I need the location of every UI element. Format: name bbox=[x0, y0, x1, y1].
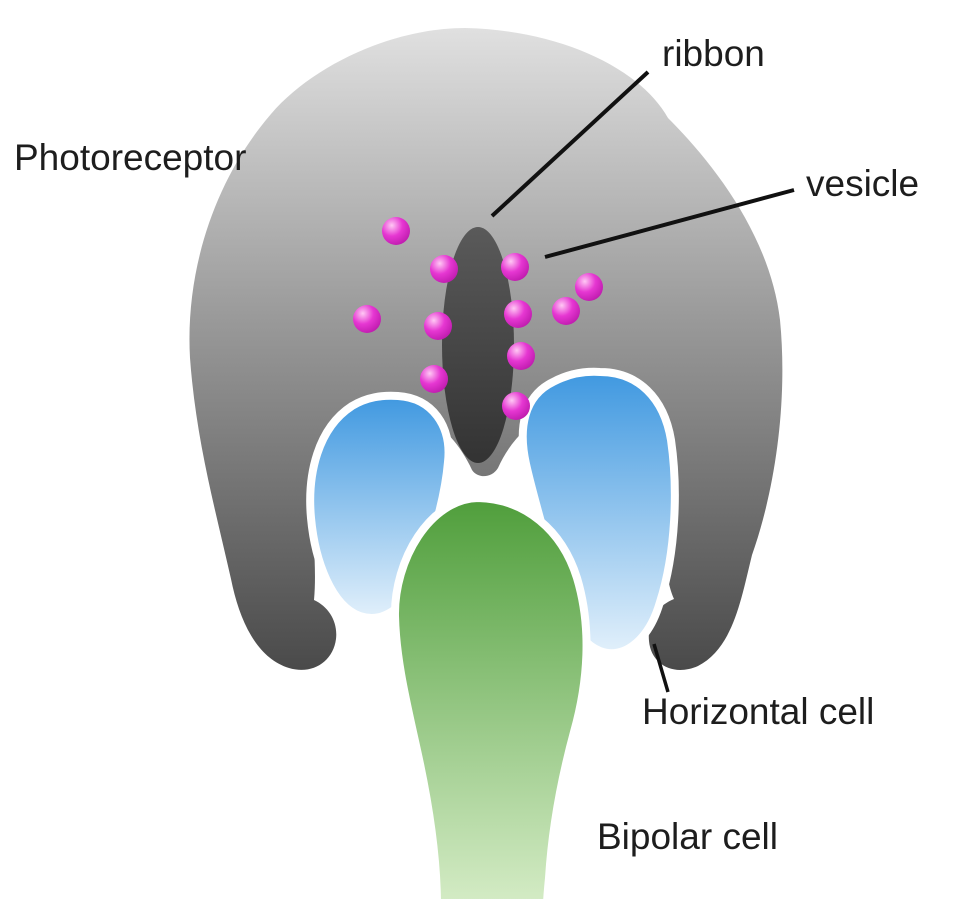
vesicle bbox=[353, 305, 381, 333]
ribbon-pointer-line bbox=[490, 70, 650, 218]
vesicle bbox=[501, 253, 529, 281]
bipolar-cell-shape bbox=[390, 494, 591, 899]
horizontal-cell-label: Horizontal cell bbox=[642, 691, 874, 732]
vesicle bbox=[424, 312, 452, 340]
vesicle bbox=[430, 255, 458, 283]
vesicle-label: vesicle bbox=[806, 163, 919, 204]
vesicle bbox=[552, 297, 580, 325]
vesicle-pointer-line bbox=[544, 188, 795, 259]
bipolar-cell-label: Bipolar cell bbox=[597, 816, 778, 857]
horizontal-cell-pointer-line bbox=[652, 643, 670, 693]
vesicle bbox=[420, 365, 448, 393]
ribbon-label: ribbon bbox=[662, 33, 765, 74]
vesicle bbox=[382, 217, 410, 245]
vesicle bbox=[502, 392, 530, 420]
vesicle bbox=[504, 300, 532, 328]
photoreceptor-label: Photoreceptor bbox=[14, 137, 246, 178]
vesicles-group bbox=[353, 217, 603, 420]
vesicle bbox=[575, 273, 603, 301]
ribbon-shape bbox=[442, 227, 514, 463]
vesicle bbox=[507, 342, 535, 370]
